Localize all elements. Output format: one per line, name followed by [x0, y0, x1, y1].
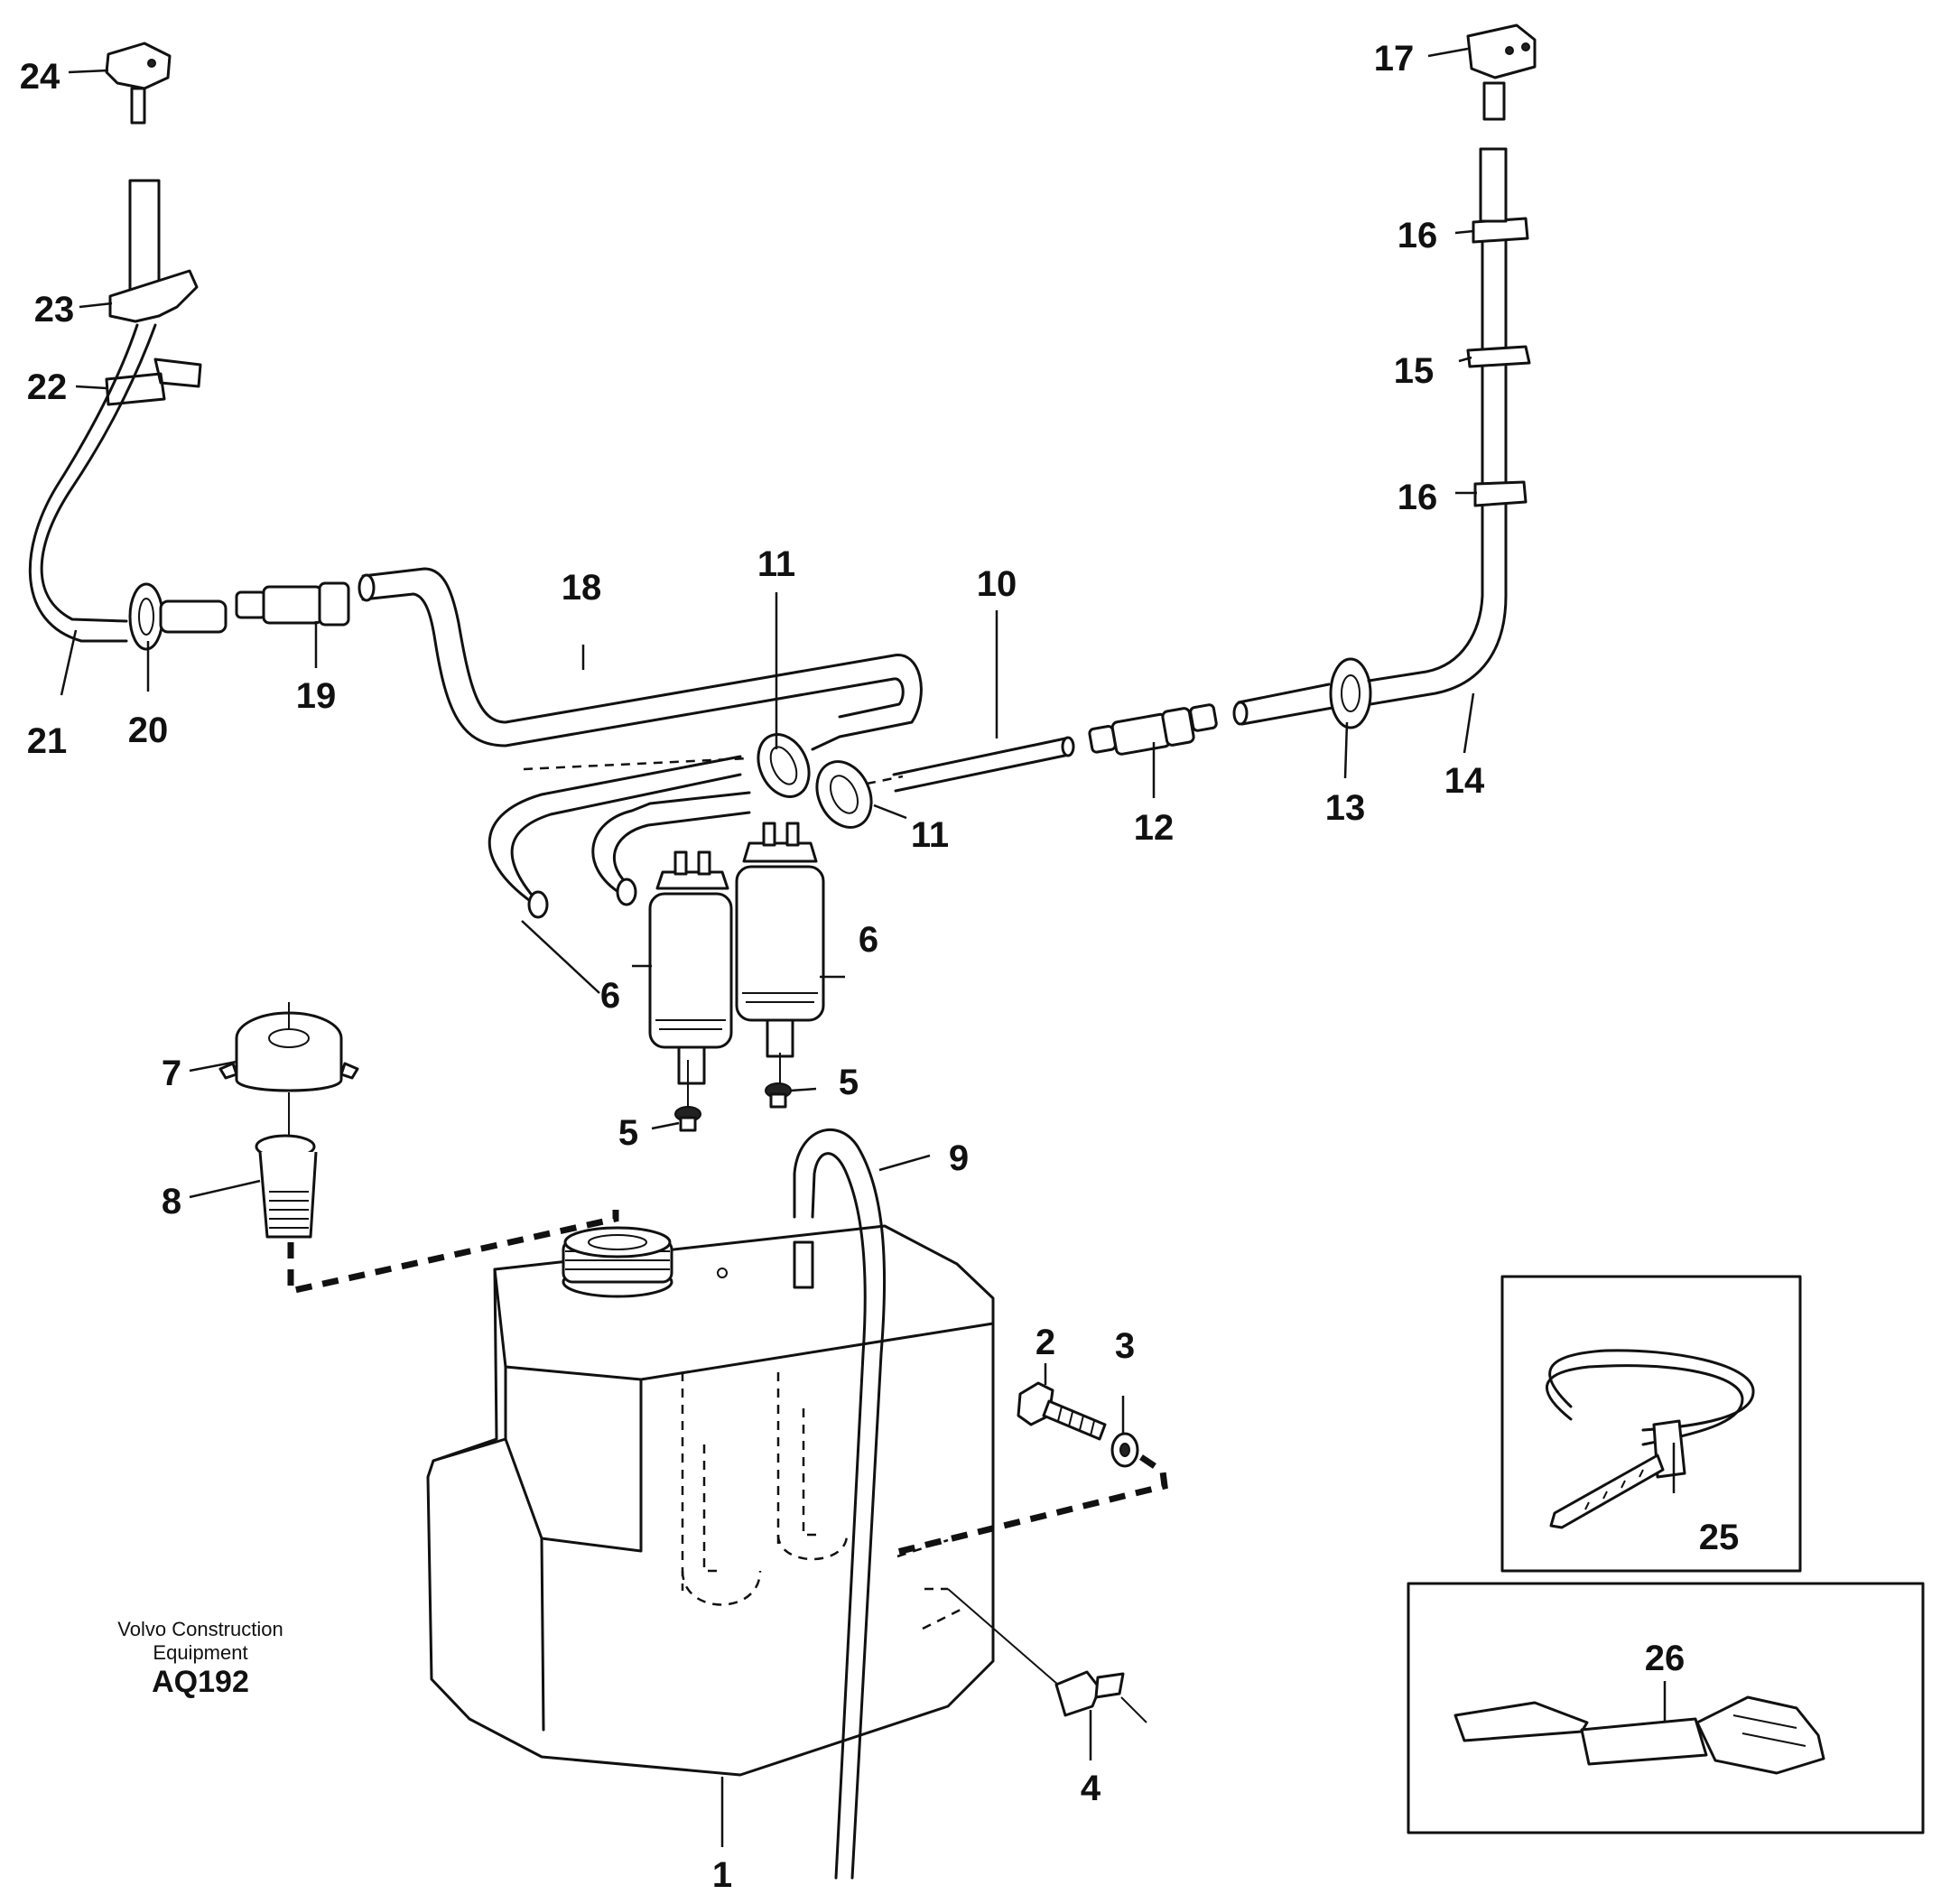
washer-3: [1110, 1432, 1139, 1468]
grommets-11: [757, 733, 873, 829]
callout-16-lower: 16: [1398, 478, 1438, 517]
callout-21: 21: [27, 721, 68, 761]
grommet-13: [1329, 657, 1372, 729]
callout-3: 3: [1115, 1326, 1135, 1366]
callout-23: 23: [34, 290, 75, 330]
pump-6-left: [648, 850, 733, 1085]
cap-dashed-guide: [287, 1210, 619, 1296]
bolt-dashed-guide: [893, 1454, 1168, 1556]
callout-1: 1: [712, 1855, 732, 1895]
pipe-upper-left: [128, 179, 161, 300]
clip-15: [1466, 345, 1531, 368]
callout-24: 24: [20, 57, 60, 97]
credit-code: AQ192: [152, 1665, 249, 1699]
hose-9: [793, 1128, 887, 1880]
leader-lines: [60, 47, 1676, 1847]
callout-19: 19: [296, 676, 337, 716]
credit-block: Volvo Construction Equipment AQ192: [117, 1618, 283, 1699]
callout-4: 4: [1081, 1769, 1101, 1808]
callout-15: 15: [1394, 351, 1435, 391]
clip-4: [922, 1588, 1147, 1723]
inset-cable-tie-25: [1500, 1275, 1802, 1573]
connector-12: [1088, 703, 1218, 756]
bolt-2: [1017, 1381, 1107, 1441]
callout-16-upper: 16: [1398, 216, 1438, 255]
callout-14: 14: [1444, 761, 1485, 801]
strainer-8: [255, 1092, 318, 1239]
callout-11-bottom: 11: [911, 815, 949, 855]
cap-7: [218, 1002, 359, 1092]
callout-5-left: 5: [618, 1113, 638, 1153]
connector-19: [235, 581, 350, 627]
right-nozzle-assembly: [1232, 23, 1537, 729]
grommet-20: [128, 582, 164, 651]
callout-26: 26: [1645, 1639, 1686, 1678]
callout-6-right: 6: [859, 920, 878, 960]
callout-10: 10: [977, 564, 1017, 604]
callout-numbers: 1 2 3 4 5 5 6 6 7 8 9 10 11 11 12 13 14 …: [20, 39, 1740, 1895]
hose-21: [40, 323, 157, 623]
callout-11-top: 11: [757, 544, 795, 584]
callout-13: 13: [1325, 788, 1366, 828]
nozzle-24: [105, 42, 172, 90]
callout-18: 18: [562, 568, 602, 608]
clip-23: [108, 269, 199, 323]
callout-7: 7: [162, 1054, 181, 1093]
callout-9: 9: [949, 1138, 969, 1178]
callout-12: 12: [1134, 808, 1175, 848]
hose-14: [1367, 147, 1484, 683]
callout-20: 20: [128, 711, 169, 750]
hose-18: [358, 567, 923, 751]
credit-line-2: Equipment: [153, 1641, 247, 1664]
nozzle-17: [1466, 23, 1537, 79]
credit-line-1: Volvo Construction: [117, 1618, 283, 1640]
callout-22: 22: [27, 367, 68, 407]
left-nozzle-assembly: [28, 42, 228, 651]
callout-2: 2: [1036, 1323, 1055, 1362]
hose-10: [866, 736, 1075, 793]
callout-5-right: 5: [839, 1063, 859, 1102]
callout-8: 8: [162, 1182, 181, 1221]
clip-16-lower: [1473, 480, 1528, 507]
pump-hoses: [488, 755, 751, 919]
callout-6-hose: 6: [600, 976, 620, 1016]
callout-17: 17: [1374, 39, 1415, 79]
pump-6-right: [735, 822, 825, 1058]
grommets-5: [674, 1053, 792, 1132]
callout-25: 25: [1699, 1518, 1740, 1557]
tank-1: [426, 1224, 995, 1777]
clip-16-upper: [1472, 217, 1529, 244]
